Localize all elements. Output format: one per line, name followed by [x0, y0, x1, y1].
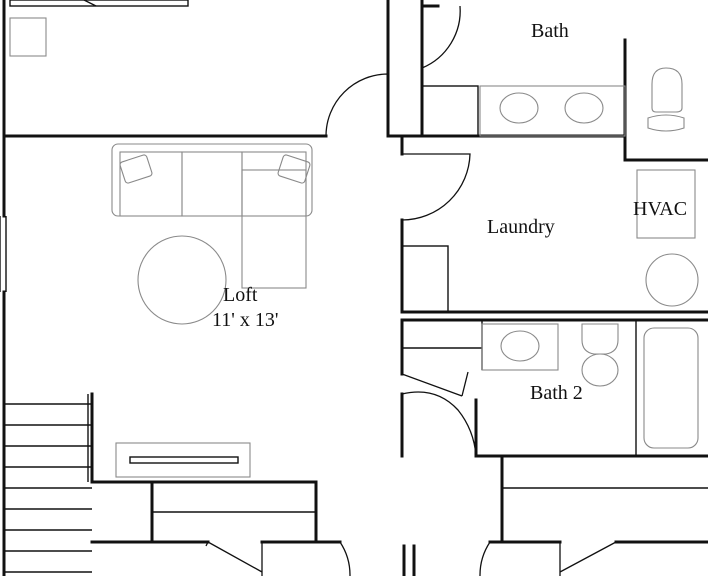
room-label-bath: Bath — [531, 20, 569, 42]
sofa-seat-left — [119, 151, 183, 217]
door-bottom-right — [559, 541, 617, 576]
laundry-cabinet — [401, 245, 449, 313]
bath2-tub — [643, 327, 699, 449]
bath2-sink — [500, 330, 540, 362]
stairs — [4, 394, 92, 573]
bath-linen-closet — [421, 85, 479, 137]
wall-bath-right — [623, 38, 708, 162]
door-bath2-swing — [401, 391, 477, 457]
water-heater — [645, 253, 699, 307]
room-label-laundry: Laundry — [487, 216, 555, 238]
sofa-pillow-right — [277, 154, 311, 184]
door-closet-left-leaf — [205, 541, 209, 547]
door-closet-left — [207, 541, 263, 576]
door-bath-swing — [421, 5, 461, 69]
door-hall-arc-left — [339, 541, 351, 576]
coffee-table — [137, 235, 227, 325]
hvac-unit — [636, 169, 696, 239]
sofa-back — [111, 143, 313, 217]
tv — [129, 456, 239, 464]
top-left-cabinet — [9, 17, 47, 57]
room-label-hvac: HVAC — [633, 198, 688, 220]
door-loft-swing — [325, 73, 389, 137]
sofa-pillow-left — [119, 154, 153, 184]
door-laundry-swing — [401, 153, 471, 221]
top-left-window-sill — [9, 0, 189, 7]
door-bath2-closet — [401, 371, 469, 397]
sofa-seat-right — [241, 151, 307, 217]
bath2-vanity — [481, 323, 559, 371]
bath-sink-right — [564, 92, 604, 124]
room-label-loft: Loft — [223, 284, 258, 306]
bath2-toilet — [581, 323, 619, 355]
bath-vanity — [479, 85, 626, 137]
door-hall-arc-right — [479, 541, 491, 576]
sofa-seat-mid — [181, 151, 243, 217]
room-size-loft: 11' x 13' — [212, 309, 279, 331]
bath-sink-left — [499, 92, 539, 124]
doors[interactable] — [205, 5, 617, 576]
sofa-chaise — [241, 169, 307, 289]
tv-console — [115, 442, 251, 478]
room-label-bath2: Bath 2 — [530, 382, 583, 404]
bath-toilet — [651, 67, 683, 113]
